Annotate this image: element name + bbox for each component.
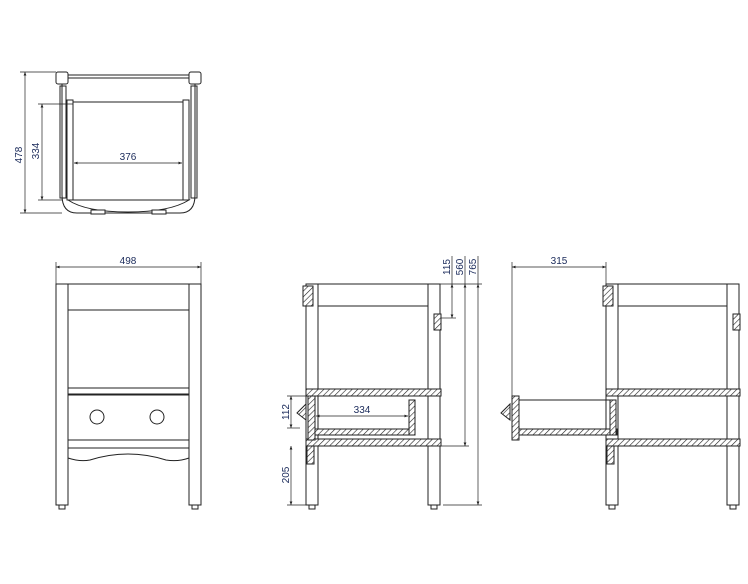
- dim-overall-width: 498: [120, 256, 137, 267]
- dim-drawer-height: 112: [281, 404, 292, 420]
- dim-inner-depth: 334: [31, 142, 42, 159]
- dim-drawer-extension: 315: [551, 256, 568, 267]
- side-section-view: 115 560 765 112 205 334: [281, 256, 482, 510]
- dim-overall-depth: 478: [14, 146, 25, 163]
- dim-shelf-height: 560: [455, 258, 466, 275]
- side-open-view: 315: [500, 256, 741, 510]
- dim-leg-clearance: 205: [281, 466, 292, 483]
- top-view: 478 334 376: [14, 71, 202, 215]
- dim-drawer-depth: 334: [354, 405, 371, 416]
- dim-overall-height: 765: [468, 258, 479, 275]
- front-view: 498: [55, 256, 202, 510]
- dim-inner-width: 376: [120, 152, 137, 163]
- dim-top-rail: 115: [442, 259, 453, 275]
